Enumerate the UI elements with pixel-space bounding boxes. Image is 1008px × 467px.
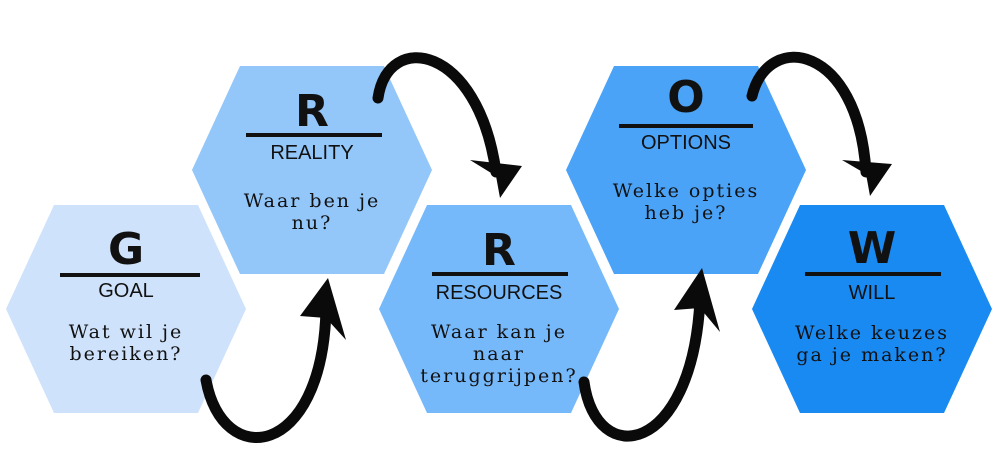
hexagon-will: W WILL Welke keuzes ga je maken? <box>752 205 992 413</box>
arrow-resources-to-options <box>578 294 706 442</box>
arrowhead-reality <box>300 278 346 340</box>
resources-question: Waar kan je naar teruggrijpen? <box>420 321 578 387</box>
reality-letter: R <box>295 86 329 137</box>
reality-label: REALITY <box>270 142 354 164</box>
will-label: WILL <box>848 282 896 304</box>
reality-divider <box>246 133 382 137</box>
hexagon-options: O OPTIONS Welke opties heb je? <box>566 66 806 274</box>
goal-letter: G <box>107 224 145 275</box>
will-question: Welke keuzes ga je maken? <box>794 322 950 366</box>
hexagon-reality: R REALITY Waar ben je nu? <box>192 66 432 274</box>
hexagon-goal: G GOAL Wat wil je bereiken? <box>6 205 246 413</box>
hexagon-resources: R RESOURCES Waar kan je naar teruggrijpe… <box>379 205 619 413</box>
reality-question: Waar ben je nu? <box>243 190 381 234</box>
will-letter: W <box>847 223 897 274</box>
options-divider <box>619 124 753 128</box>
arrow-options-to-will <box>746 52 872 178</box>
arrowhead-will <box>842 160 892 196</box>
resources-label: RESOURCES <box>435 282 563 304</box>
goal-question: Wat wil je bereiken? <box>68 321 184 365</box>
resources-letter: R <box>482 225 516 276</box>
arrow-goal-to-reality <box>200 304 332 443</box>
will-divider <box>805 272 941 276</box>
resources-divider <box>432 272 568 276</box>
options-label: OPTIONS <box>640 132 731 154</box>
options-question: Welke opties heb je? <box>612 180 760 224</box>
goal-divider <box>60 273 200 277</box>
options-letter: O <box>667 72 705 123</box>
arrowhead-resources <box>470 160 522 198</box>
arrowhead-options <box>674 268 720 332</box>
arrow-reality-to-resources <box>372 52 502 178</box>
goal-label: GOAL <box>98 280 154 302</box>
